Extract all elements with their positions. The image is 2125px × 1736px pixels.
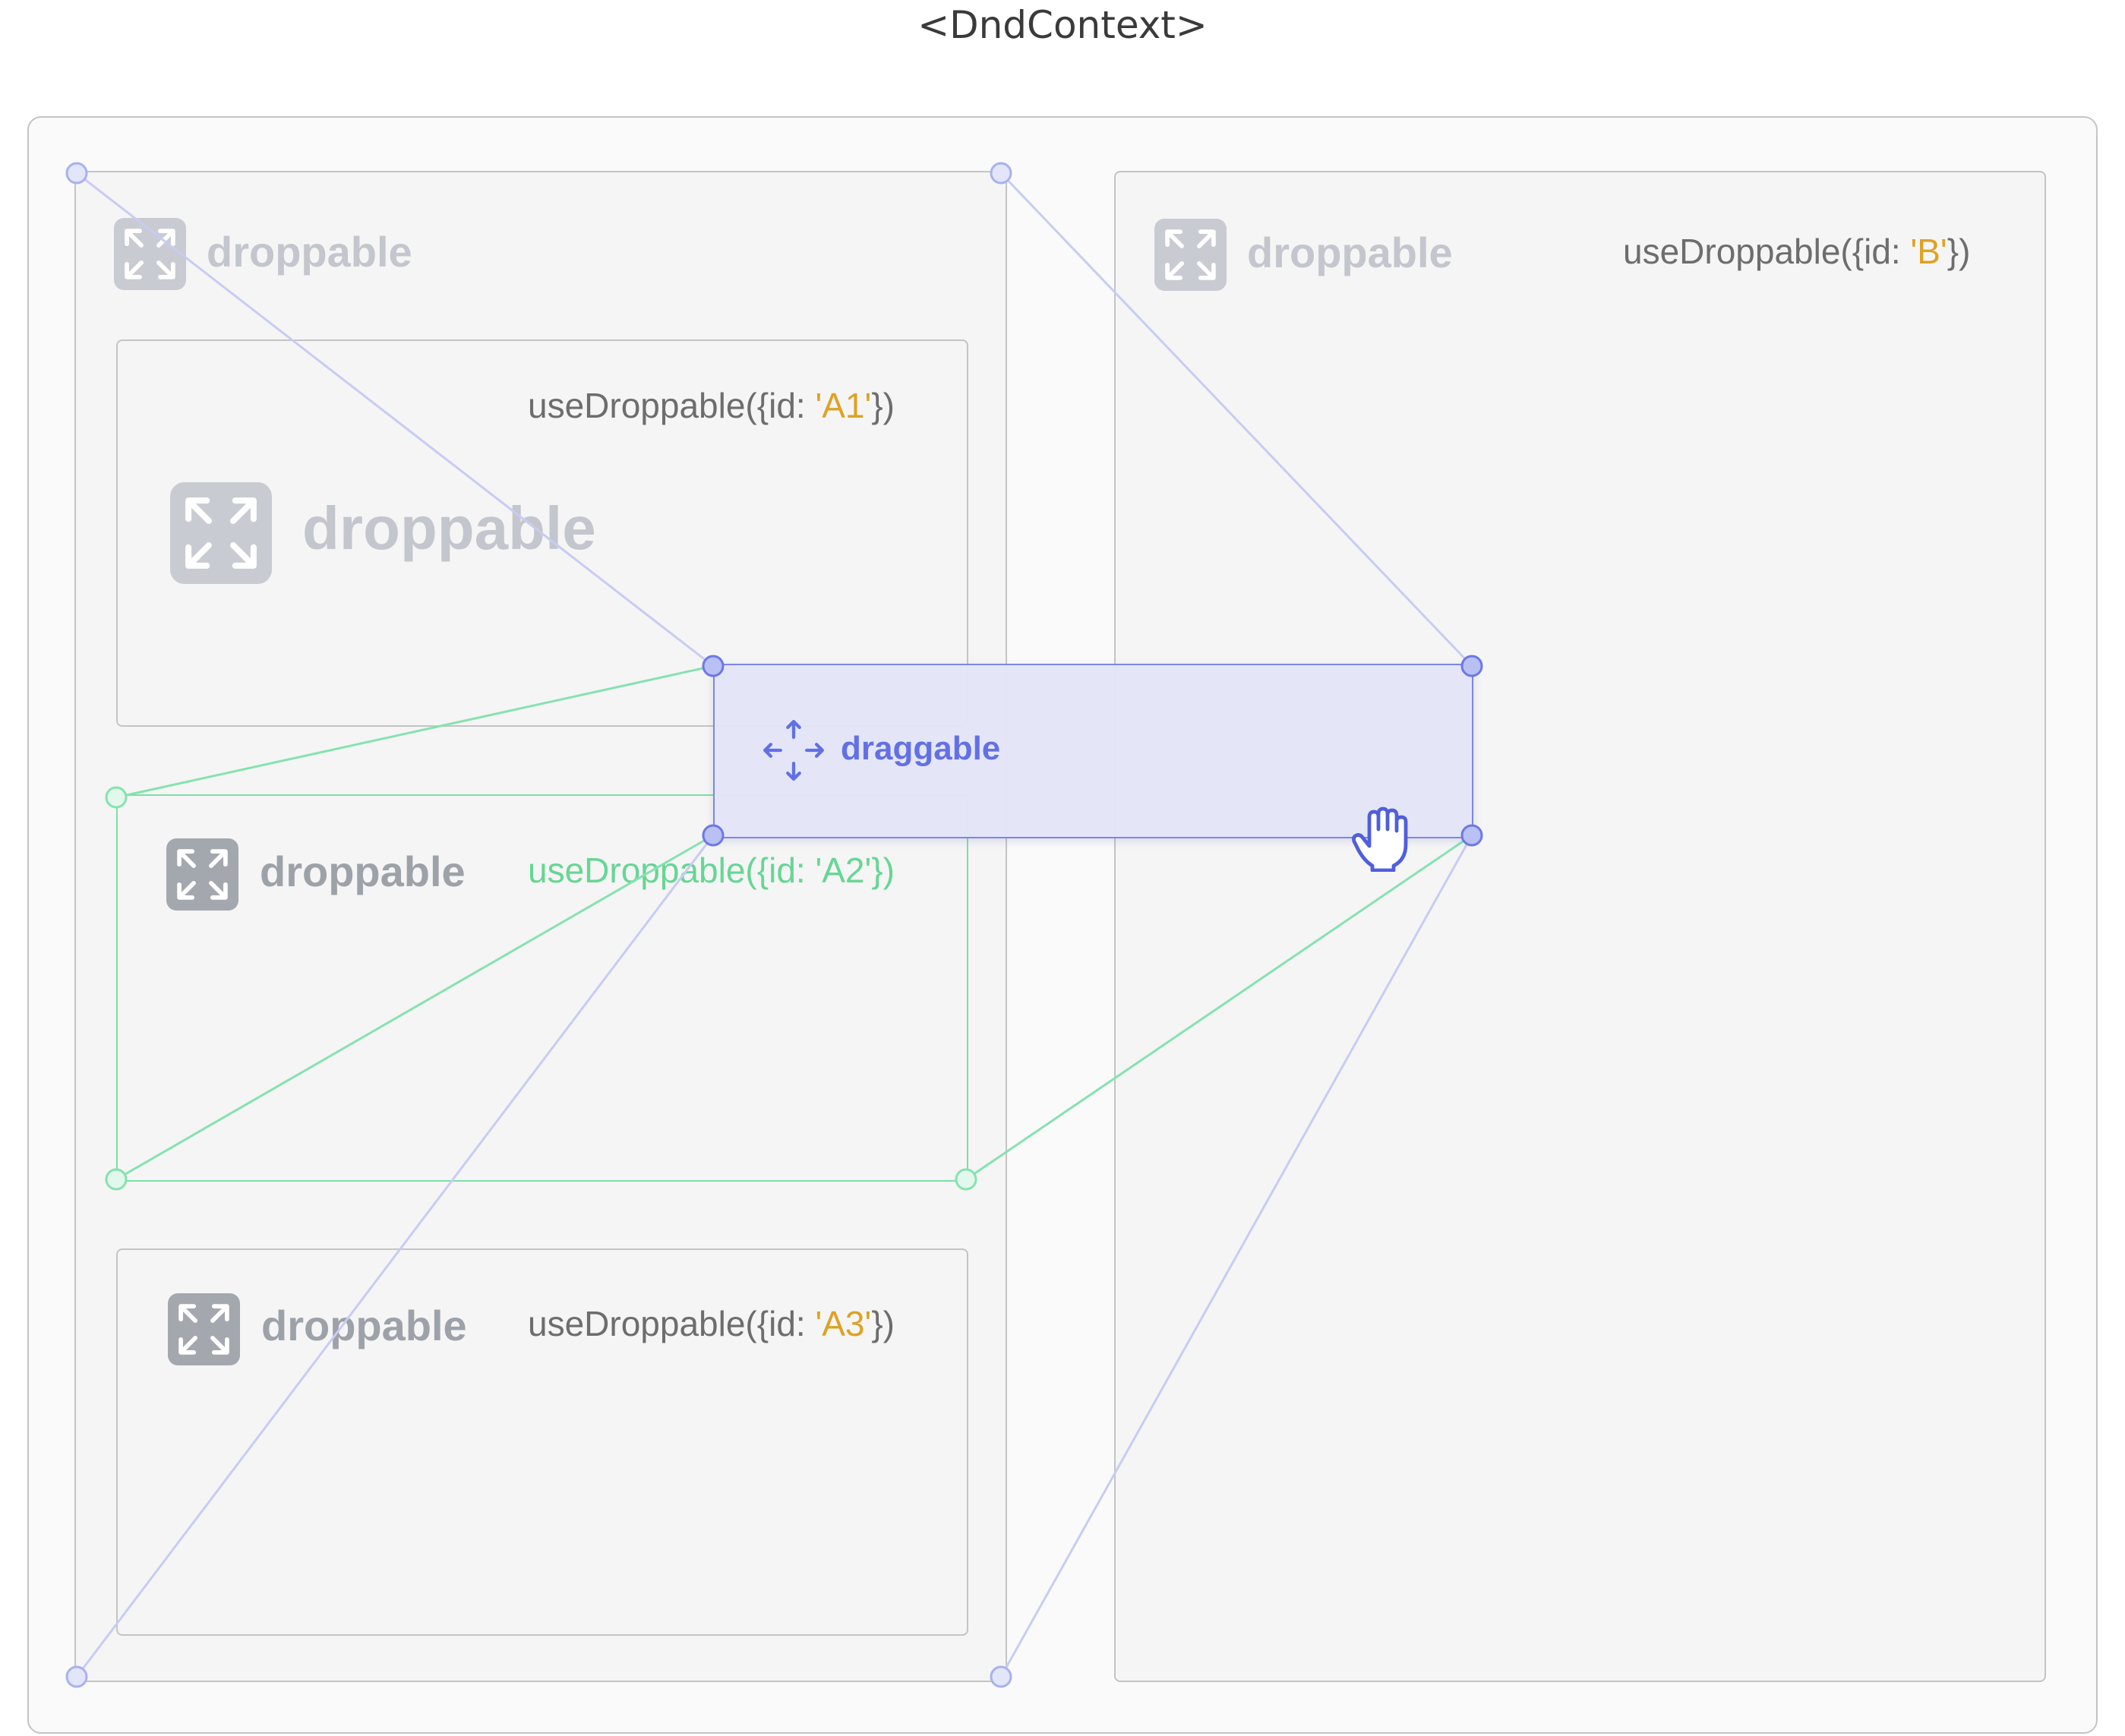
corner-point-over [105, 1168, 128, 1191]
draggable-corner [702, 824, 725, 847]
corner-point [990, 162, 1012, 185]
expand-arrows-icon [114, 218, 186, 290]
line-a-bottom-left [75, 835, 715, 1678]
corner-point-over [105, 786, 128, 809]
line-a2-top-left [115, 664, 714, 799]
line-a-bottom-right [999, 835, 1473, 1678]
grab-hand-icon [1352, 806, 1408, 872]
droppable-a3-label: droppable [261, 1302, 467, 1349]
draggable-corner [1460, 655, 1483, 677]
corner-point [65, 162, 88, 185]
corner-point-over [955, 1168, 977, 1191]
line-a-top-left [76, 172, 714, 668]
droppable-b [1114, 171, 2046, 1682]
droppable-b-code: useDroppable({id: 'B'}) [1623, 232, 1971, 271]
expand-arrows-icon [166, 838, 238, 911]
droppable-a1-code: useDroppable({id: 'A1'}) [528, 386, 895, 425]
draggable-corner [702, 655, 725, 677]
line-a2-bottom-right [965, 834, 1473, 1181]
line-a-top-right [999, 172, 1473, 668]
droppable-a2 [116, 794, 968, 1182]
corner-point [65, 1665, 88, 1688]
move-arrows-icon [763, 720, 824, 781]
corner-point [990, 1665, 1012, 1688]
droppable-a3-code: useDroppable({id: 'A3'}) [528, 1304, 895, 1343]
draggable-label: draggable [841, 730, 1001, 767]
dnd-context-title: <DndContext> [917, 3, 1208, 47]
line-a2-bottom-left [115, 834, 714, 1181]
expand-arrows-icon [170, 482, 272, 584]
expand-arrows-icon [168, 1293, 240, 1365]
draggable-corner [1460, 824, 1483, 847]
draggable-item[interactable] [713, 664, 1473, 838]
droppable-b-label: droppable [1247, 229, 1453, 276]
expand-arrows-icon [1154, 219, 1227, 291]
droppable-a2-label: droppable [260, 847, 466, 895]
droppable-a2-code: useDroppable({id: 'A2'}) [528, 851, 895, 890]
droppable-a-label: droppable [207, 228, 412, 276]
droppable-a3 [116, 1248, 968, 1636]
droppable-a1-label: droppable [302, 494, 596, 562]
